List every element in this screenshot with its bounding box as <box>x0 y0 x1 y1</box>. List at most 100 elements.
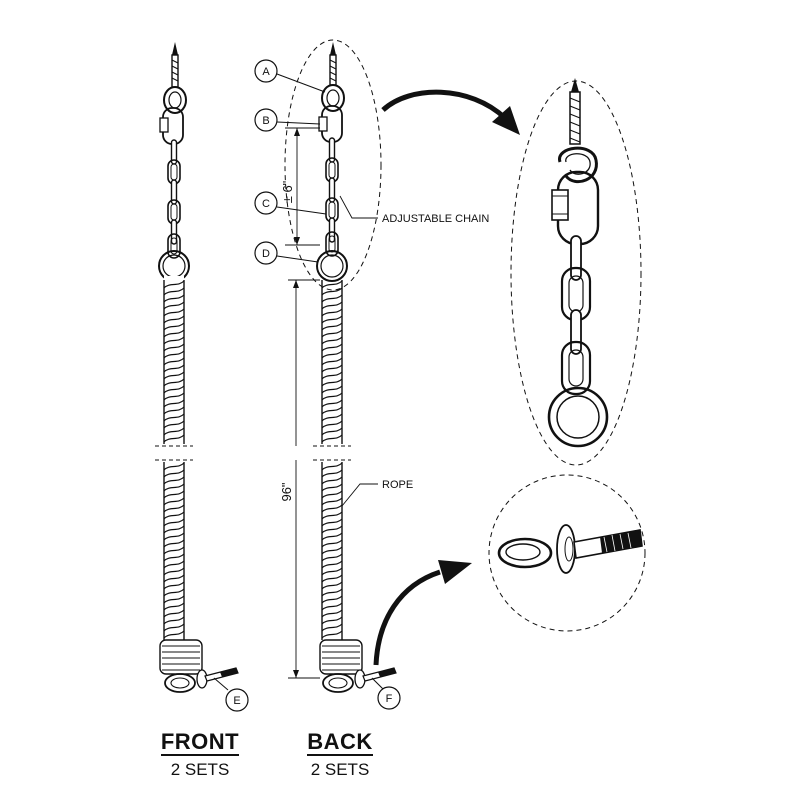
rope-twist <box>163 630 185 639</box>
rope-twist <box>163 378 185 387</box>
rope-twist <box>163 539 185 548</box>
rope-twist <box>163 350 185 359</box>
rope-twist <box>321 385 343 394</box>
rope-twist <box>163 476 185 485</box>
rope-twist <box>163 364 185 373</box>
rope-twist <box>321 567 343 576</box>
rope-twist <box>163 427 185 436</box>
rope-twist <box>163 588 185 597</box>
front-sets: 2 SETS <box>170 760 230 779</box>
back-chain <box>325 137 339 257</box>
rope-twist <box>163 532 185 541</box>
rope-twist <box>321 609 343 618</box>
rope-twist <box>321 630 343 639</box>
rope-twist <box>163 581 185 590</box>
callout-d-label: D <box>262 248 270 260</box>
front-eye-bolt <box>164 667 239 693</box>
callout-f-label: F <box>386 693 393 705</box>
rope-twist <box>321 315 343 324</box>
rope-twist <box>163 462 185 471</box>
rope-twist <box>163 343 185 352</box>
rope-twist <box>163 315 185 324</box>
callout-d: D <box>254 241 319 265</box>
front-chain <box>167 139 181 259</box>
adjustable-chain-label: ADJUSTABLE CHAIN <box>382 213 489 225</box>
front-rope <box>155 276 193 640</box>
rope-twist <box>321 574 343 583</box>
callout-e: E <box>213 677 249 712</box>
rope-twist <box>321 504 343 513</box>
chain-detail-view <box>510 78 642 466</box>
rope-twist <box>321 294 343 303</box>
rope-twist <box>321 581 343 590</box>
rope-twist <box>163 518 185 527</box>
rope-twist <box>163 567 185 576</box>
rope-twist <box>321 364 343 373</box>
rope-twist <box>321 308 343 317</box>
callout-c-label: C <box>262 198 270 210</box>
rope-twist <box>321 350 343 359</box>
callout-b-label: B <box>262 115 269 127</box>
rope-twist <box>321 497 343 506</box>
rope-twist <box>163 511 185 520</box>
rope-twist <box>321 301 343 310</box>
front-caption: FRONT 2 SETS <box>135 730 265 780</box>
rope-twist <box>321 434 343 443</box>
rope-twist <box>163 602 185 611</box>
rope-twist <box>163 280 185 289</box>
rope-label: ROPE <box>382 479 413 491</box>
rope-label-group: ROPE <box>341 479 413 507</box>
rope-twist <box>163 357 185 366</box>
rope-twist <box>163 469 185 478</box>
rope-twist <box>321 525 343 534</box>
rope-twist <box>321 427 343 436</box>
rope-twist <box>163 294 185 303</box>
callout-c: C <box>254 191 327 215</box>
rope-twist <box>163 553 185 562</box>
rope-twist <box>163 287 185 296</box>
rope-twist <box>163 609 185 618</box>
callout-a-label: A <box>262 66 270 78</box>
back-ring <box>316 250 348 282</box>
rope-twist <box>163 490 185 499</box>
rope-twist <box>321 518 343 527</box>
eye-bolt-detail-view <box>488 474 646 632</box>
chain-adjust-dimension: ± 6" <box>280 127 320 246</box>
rope-twist <box>163 392 185 401</box>
callout-f: F <box>371 677 401 710</box>
back-caption: BACK 2 SETS <box>275 730 405 780</box>
back-sets: 2 SETS <box>310 760 370 779</box>
callout-b: B <box>254 108 321 132</box>
rope-twist <box>321 511 343 520</box>
rope-twist <box>321 420 343 429</box>
rope-twist <box>163 574 185 583</box>
rope-twist <box>163 385 185 394</box>
chain-adjust-value: ± 6" <box>280 180 295 203</box>
rope-twist <box>163 546 185 555</box>
rope-twist <box>321 322 343 331</box>
rope-twist <box>163 595 185 604</box>
rope-twist <box>163 623 185 632</box>
rope-twist <box>163 420 185 429</box>
rope-twist <box>163 483 185 492</box>
rope-twist <box>163 406 185 415</box>
rope-twist <box>321 287 343 296</box>
rope-twist <box>321 329 343 338</box>
rope-twist <box>321 399 343 408</box>
rope-twist <box>321 546 343 555</box>
rope-twist <box>163 504 185 513</box>
back-eye-bolt <box>322 667 397 693</box>
rope-twist <box>321 602 343 611</box>
front-rope-knot <box>159 639 203 675</box>
rope-twist <box>321 357 343 366</box>
rope-twist <box>163 371 185 380</box>
front-screw-hook <box>163 42 187 114</box>
rope-twist <box>321 623 343 632</box>
back-detail-highlight <box>284 39 382 291</box>
rope-twist <box>321 371 343 380</box>
rope-twist <box>163 560 185 569</box>
rope-twist <box>163 413 185 422</box>
detail-arrow-top <box>381 89 520 135</box>
rope-twist <box>321 280 343 289</box>
